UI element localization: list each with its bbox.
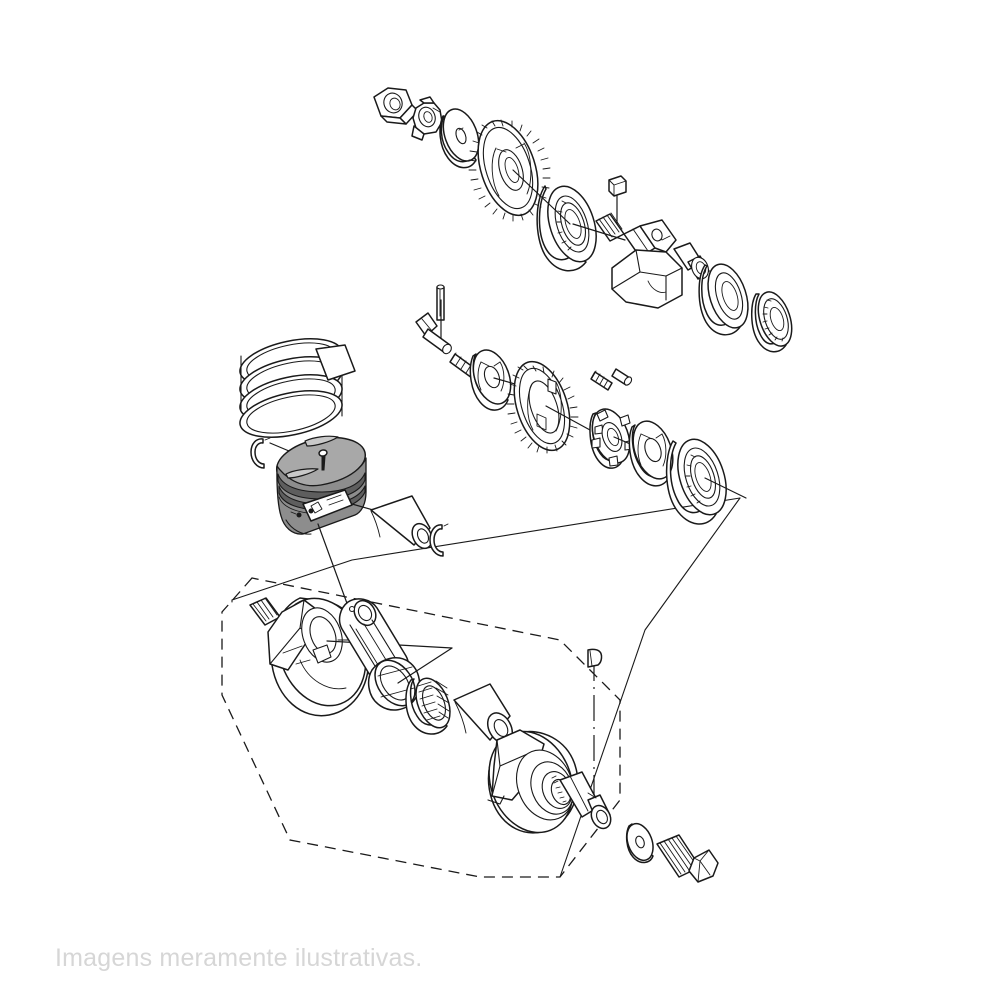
illustration-disclaimer-caption: Imagens meramente ilustrativas. [55, 944, 423, 972]
solid-boundary-top [231, 497, 741, 601]
balancer-shaft [595, 212, 710, 309]
shaft-threads [598, 212, 623, 238]
piston [275, 435, 399, 629]
balancer-driven-gear [468, 119, 551, 222]
woodruff-key-upper [608, 175, 627, 229]
piston-ring-set [239, 338, 356, 438]
crankshaft-dashed-boundary [221, 577, 621, 878]
spring-small-right [590, 370, 613, 391]
ball-bearing-lower [665, 438, 747, 525]
gear-tooth-ticks-mid [506, 365, 579, 454]
needle-rollers-right [762, 299, 784, 342]
bearing-balls-upper [556, 200, 572, 251]
woodruff-key-lower [587, 648, 603, 668]
hex-bolt [656, 834, 719, 883]
piston-pin [370, 495, 433, 550]
balancer-row-group [373, 87, 793, 353]
needle-cage-bearing [405, 677, 451, 735]
drive-gear-row-group [415, 284, 747, 525]
gear-tooth-ticks-upper [468, 119, 551, 222]
hub-splines [551, 775, 567, 803]
bearing-balls-lower [685, 454, 701, 504]
crank-pin [453, 683, 514, 744]
crank-web-right [487, 729, 612, 834]
needle-bearing-right [751, 291, 793, 353]
crank-left-threads [252, 597, 278, 622]
needle-cage-slots [417, 680, 450, 721]
splined-collar [589, 408, 657, 469]
bolt-threads [659, 835, 698, 875]
spring-coils-right [591, 370, 609, 388]
piston-group [239, 338, 449, 629]
crankshaft-group [249, 597, 719, 883]
leader-lines-upper [512, 169, 626, 241]
oil-jet-bolt [415, 299, 452, 355]
spacer-pin [611, 368, 633, 386]
primary-drive-gear [506, 360, 591, 454]
ball-bearing-upper [536, 185, 597, 272]
lock-washer [411, 96, 443, 141]
circlip-right [429, 523, 449, 557]
connecting-rod [338, 598, 453, 711]
circlip-left [250, 437, 290, 469]
thrust-washer-right [628, 420, 674, 487]
flat-washer-bolt [625, 822, 654, 864]
ball-bearing-right [698, 263, 749, 336]
flat-washer-large [439, 108, 480, 169]
thrust-washer-left [469, 349, 537, 411]
